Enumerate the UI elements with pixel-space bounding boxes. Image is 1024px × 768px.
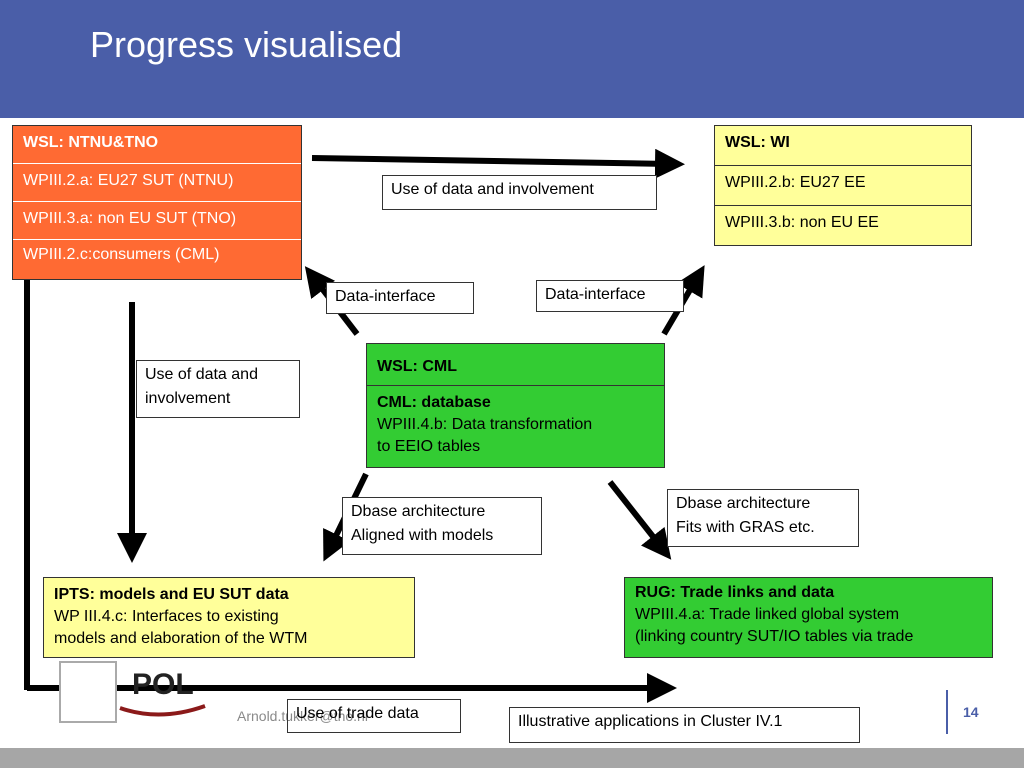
label-dbase-left-line-2: Aligned with models [351, 527, 494, 544]
exiopol-logo: POL [59, 661, 206, 723]
slide-header: Progress visualised [0, 0, 1024, 118]
box-wi-title: WSL: WI [715, 126, 971, 166]
box-cml-line-2: to EEIO tables [377, 438, 481, 455]
box-cml-line-1: WPIII.4.b: Data transformation [377, 416, 593, 433]
box-wsl-ntnu-tno: WSL: NTNU&TNO WPIII.2.a: EU27 SUT (NTNU)… [12, 125, 302, 280]
page-divider [946, 690, 948, 734]
box-ipts-title: IPTS: models and EU SUT data [54, 586, 289, 603]
box-wsl-wi: WSL: WI WPIII.2.b: EU27 EE WPIII.3.b: no… [714, 125, 972, 246]
box-rug-line-1: WPIII.4.a: Trade linked global system [635, 606, 900, 623]
logo-text: POL [132, 668, 194, 701]
label-dbase-right-line-1: Dbase architecture [676, 495, 811, 512]
slide-title: Progress visualised [90, 24, 403, 65]
label-dbase-right-line-2: Fits with GRAS etc. [676, 519, 815, 536]
label-data-interface-left: Data-interface [326, 282, 474, 314]
label-data-interface-right: Data-interface [536, 280, 684, 312]
box-ipts-line-1: WP III.4.c: Interfaces to existing [54, 608, 279, 625]
box-cml-subtitle: CML: database [377, 394, 491, 411]
box-rug: RUG: Trade links and data WPIII.4.a: Tra… [624, 577, 993, 658]
logo-square [59, 661, 117, 723]
label-illustrative: Illustrative applications in Cluster IV.… [509, 707, 860, 743]
box-ntnu-title: WSL: NTNU&TNO [13, 126, 301, 164]
label-dbase-right: Dbase architecture Fits with GRAS etc. [667, 489, 859, 547]
box-rug-title: RUG: Trade links and data [635, 584, 835, 601]
label-use-data-left: Use of data and involvement [136, 360, 300, 418]
label-use-data-top: Use of data and involvement [382, 175, 657, 210]
arrow-ntnu-to-wi [311, 148, 685, 179]
logo-swoosh [119, 704, 206, 717]
box-ntnu-row-2: WPIII.3.a: non EU SUT (TNO) [13, 202, 301, 240]
box-wi-row-1: WPIII.2.b: EU27 EE [715, 166, 971, 206]
label-use-trade-data: Use of trade data [287, 699, 461, 733]
page-number: 14 [963, 704, 979, 720]
box-ntnu-row-1: WPIII.2.a: EU27 SUT (NTNU) [13, 164, 301, 202]
box-ipts-line-2: models and elaboration of the WTM [54, 630, 308, 647]
arrow-cml-to-rug [607, 480, 672, 560]
author-email: Arnold.tukker@tno.nl [237, 708, 368, 724]
box-wi-row-2: WPIII.3.b: non EU EE [725, 214, 879, 231]
label-dbase-left-line-1: Dbase architecture [351, 503, 486, 520]
footer-bar [0, 748, 1024, 768]
box-rug-line-2: (linking country SUT/IO tables via trade [635, 628, 914, 645]
box-wsl-cml: WSL: CML CML: database WPIII.4.b: Data t… [366, 343, 665, 468]
label-use-data-left-line-1: Use of data and [145, 366, 258, 383]
box-cml-title: WSL: CML [367, 344, 664, 386]
label-use-data-left-line-2: involvement [145, 390, 231, 407]
box-ntnu-row-3: WPIII.2.c:consumers (CML) [23, 246, 220, 263]
label-dbase-left: Dbase architecture Aligned with models [342, 497, 542, 555]
box-ipts: IPTS: models and EU SUT data WP III.4.c:… [43, 577, 415, 658]
